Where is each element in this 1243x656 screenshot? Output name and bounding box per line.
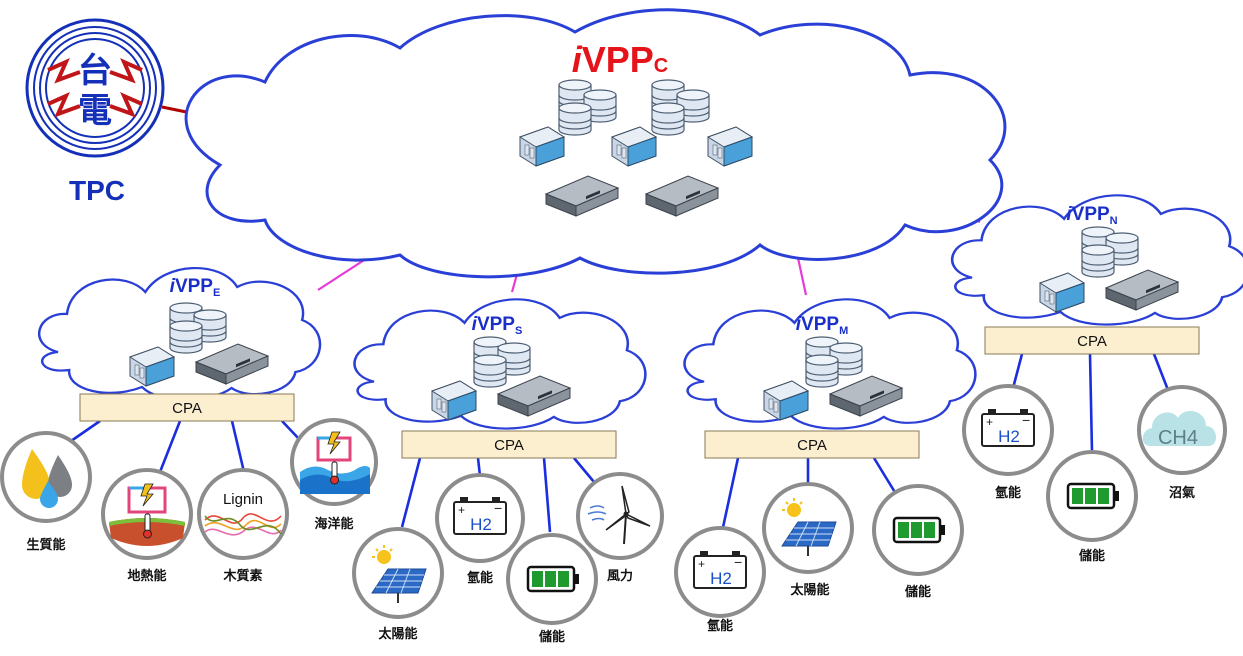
- central-cloud: iVPPC: [184, 8, 1007, 279]
- vpp-m-group: iVPPM CPA H2 氫能 太陽能 儲能: [674, 298, 977, 634]
- cpa-label-e: CPA: [172, 400, 202, 417]
- cpa-box-m: [704, 430, 920, 459]
- tpc-label: TPC: [69, 175, 125, 206]
- resource-hydrogen-m: H2 氫能: [674, 526, 766, 634]
- vpp-m-title: iVPPM: [796, 314, 848, 337]
- storage-battery-icon: [526, 565, 581, 593]
- vpp-s-group: iVPPS CPA 太陽能 H2 氫能 儲能 風力: [352, 298, 664, 645]
- vpp-e-group: iVPPE CPA 生質能 地熱能 Lignin 木質素 海洋能: [0, 266, 378, 584]
- cpa-box-n: [984, 326, 1200, 355]
- vpp-n-title: iVPPN: [1066, 204, 1117, 227]
- svg-text:生質能: 生質能: [26, 537, 65, 553]
- resource-methane-n: CH4 沼氣: [1137, 385, 1227, 501]
- svg-text:風力: 風力: [607, 568, 633, 584]
- svg-text:電: 電: [78, 92, 112, 130]
- resource-storage-s: 儲能: [506, 533, 598, 645]
- svg-text:太陽能: 太陽能: [789, 582, 829, 598]
- storage-battery-icon: [1066, 482, 1121, 510]
- cpa-box-s: [401, 430, 617, 459]
- resource-wind-s: 風力: [576, 472, 664, 584]
- svg-text:儲能: 儲能: [538, 629, 565, 645]
- storage-battery-icon: [892, 516, 947, 544]
- svg-text:Lignin: Lignin: [223, 491, 263, 508]
- svg-text:H2: H2: [710, 569, 732, 588]
- vpp-n-group: iVPPN CPA H2 氫能 儲能 CH4 沼氣: [950, 194, 1243, 564]
- svg-text:地熱能: 地熱能: [127, 568, 166, 584]
- svg-text:CH4: CH4: [1158, 427, 1198, 449]
- resource-geothermal: 地熱能: [101, 468, 193, 584]
- resource-storage-n: 儲能: [1046, 450, 1138, 564]
- tpc-logo: 台 電 TPC: [25, 18, 165, 206]
- vpp-s-title: iVPPS: [472, 314, 523, 337]
- svg-text:太陽能: 太陽能: [377, 626, 417, 642]
- vpp-e-title: iVPPE: [170, 276, 221, 299]
- central-title: iVPPC: [572, 39, 669, 80]
- svg-text:氫能: 氫能: [707, 618, 733, 634]
- resource-lignin: Lignin 木質素: [197, 468, 289, 584]
- cpa-label-m: CPA: [797, 437, 827, 454]
- resource-solar-m: 太陽能: [762, 482, 854, 598]
- cpa-label-n: CPA: [1077, 333, 1107, 350]
- svg-text:台: 台: [78, 52, 112, 90]
- svg-text:儲能: 儲能: [904, 584, 931, 600]
- resource-storage-m: 儲能: [872, 484, 964, 600]
- svg-text:H2: H2: [470, 515, 492, 534]
- resource-hydrogen-s: H2 氫能: [435, 473, 525, 586]
- svg-text:木質素: 木質素: [222, 568, 262, 584]
- cpa-label-s: CPA: [494, 437, 524, 454]
- resource-solar-s: 太陽能: [352, 527, 444, 642]
- resource-hydrogen-n: H2 氫能: [962, 384, 1054, 501]
- resource-ocean: 海洋能: [290, 418, 378, 532]
- resource-biomass: 生質能: [0, 431, 92, 553]
- svg-text:H2: H2: [998, 427, 1020, 446]
- svg-text:沼氣: 沼氣: [1169, 485, 1195, 501]
- svg-text:海洋能: 海洋能: [314, 516, 353, 532]
- resource-links: [57, 353, 1170, 533]
- svg-text:儲能: 儲能: [1078, 548, 1105, 564]
- svg-text:氫能: 氫能: [995, 485, 1021, 501]
- cpa-box-e: [79, 393, 295, 422]
- svg-text:氫能: 氫能: [467, 570, 493, 586]
